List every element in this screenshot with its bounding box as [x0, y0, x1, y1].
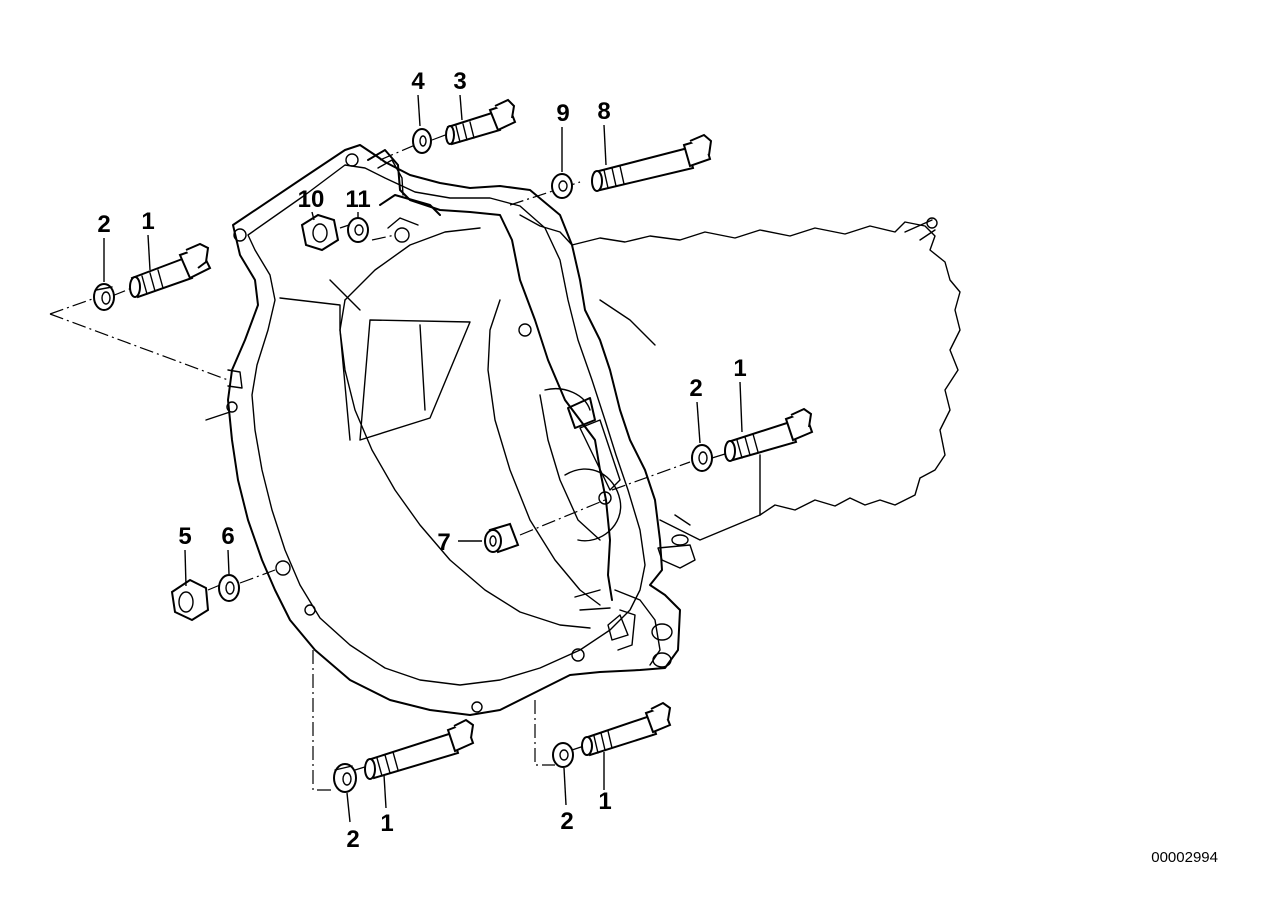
- callout-9: 9: [556, 100, 569, 127]
- nut-5: [170, 578, 210, 622]
- callout-10: 10: [298, 186, 325, 213]
- callout-4: 4: [411, 68, 425, 95]
- diagram-reference-number: 00002994: [1151, 849, 1218, 866]
- bolt-right: [724, 407, 814, 462]
- callout-2-top-left: 2: [97, 211, 110, 238]
- washer-bottom-right: [552, 742, 574, 768]
- washer-bottom-left: [333, 763, 357, 793]
- callout-1-top-left: 1: [141, 208, 154, 235]
- bolt-top-left: [129, 242, 212, 299]
- callout-7: 7: [437, 529, 450, 556]
- callout-leaders: [103, 94, 743, 823]
- bell-housing: [205, 144, 681, 716]
- washer-4: [412, 128, 432, 154]
- washer-11: [347, 217, 369, 243]
- assembly-guidelines: [49, 133, 726, 791]
- sleeve-7: [484, 522, 520, 554]
- transmission-housing: [519, 214, 961, 569]
- bolt-8: [591, 133, 713, 192]
- callout-2-bottom-right: 2: [560, 808, 573, 835]
- bolt-bottom-right: [581, 701, 672, 757]
- callout-2-bottom-left: 2: [346, 826, 359, 853]
- callout-1-right: 1: [733, 355, 746, 382]
- bolt-3: [445, 98, 517, 146]
- washer-9: [551, 173, 573, 199]
- callout-11: 11: [345, 186, 370, 213]
- callout-3: 3: [453, 68, 466, 95]
- nut-10: [300, 213, 340, 252]
- callout-8: 8: [597, 98, 610, 125]
- washer-6: [218, 574, 240, 602]
- washer-top-left: [93, 283, 115, 311]
- washer-right: [691, 444, 713, 472]
- callout-5: 5: [178, 523, 191, 550]
- bolt-bottom-left: [364, 718, 475, 780]
- callout-1-bottom-left: 1: [380, 810, 393, 837]
- callout-labels: 2 1 4 3 9 8 10 11 2 1 5 6 7 2 1 2 1: [97, 68, 746, 853]
- callout-1-bottom-right: 1: [598, 788, 611, 815]
- callout-6: 6: [221, 523, 234, 550]
- callout-2-right: 2: [689, 375, 702, 402]
